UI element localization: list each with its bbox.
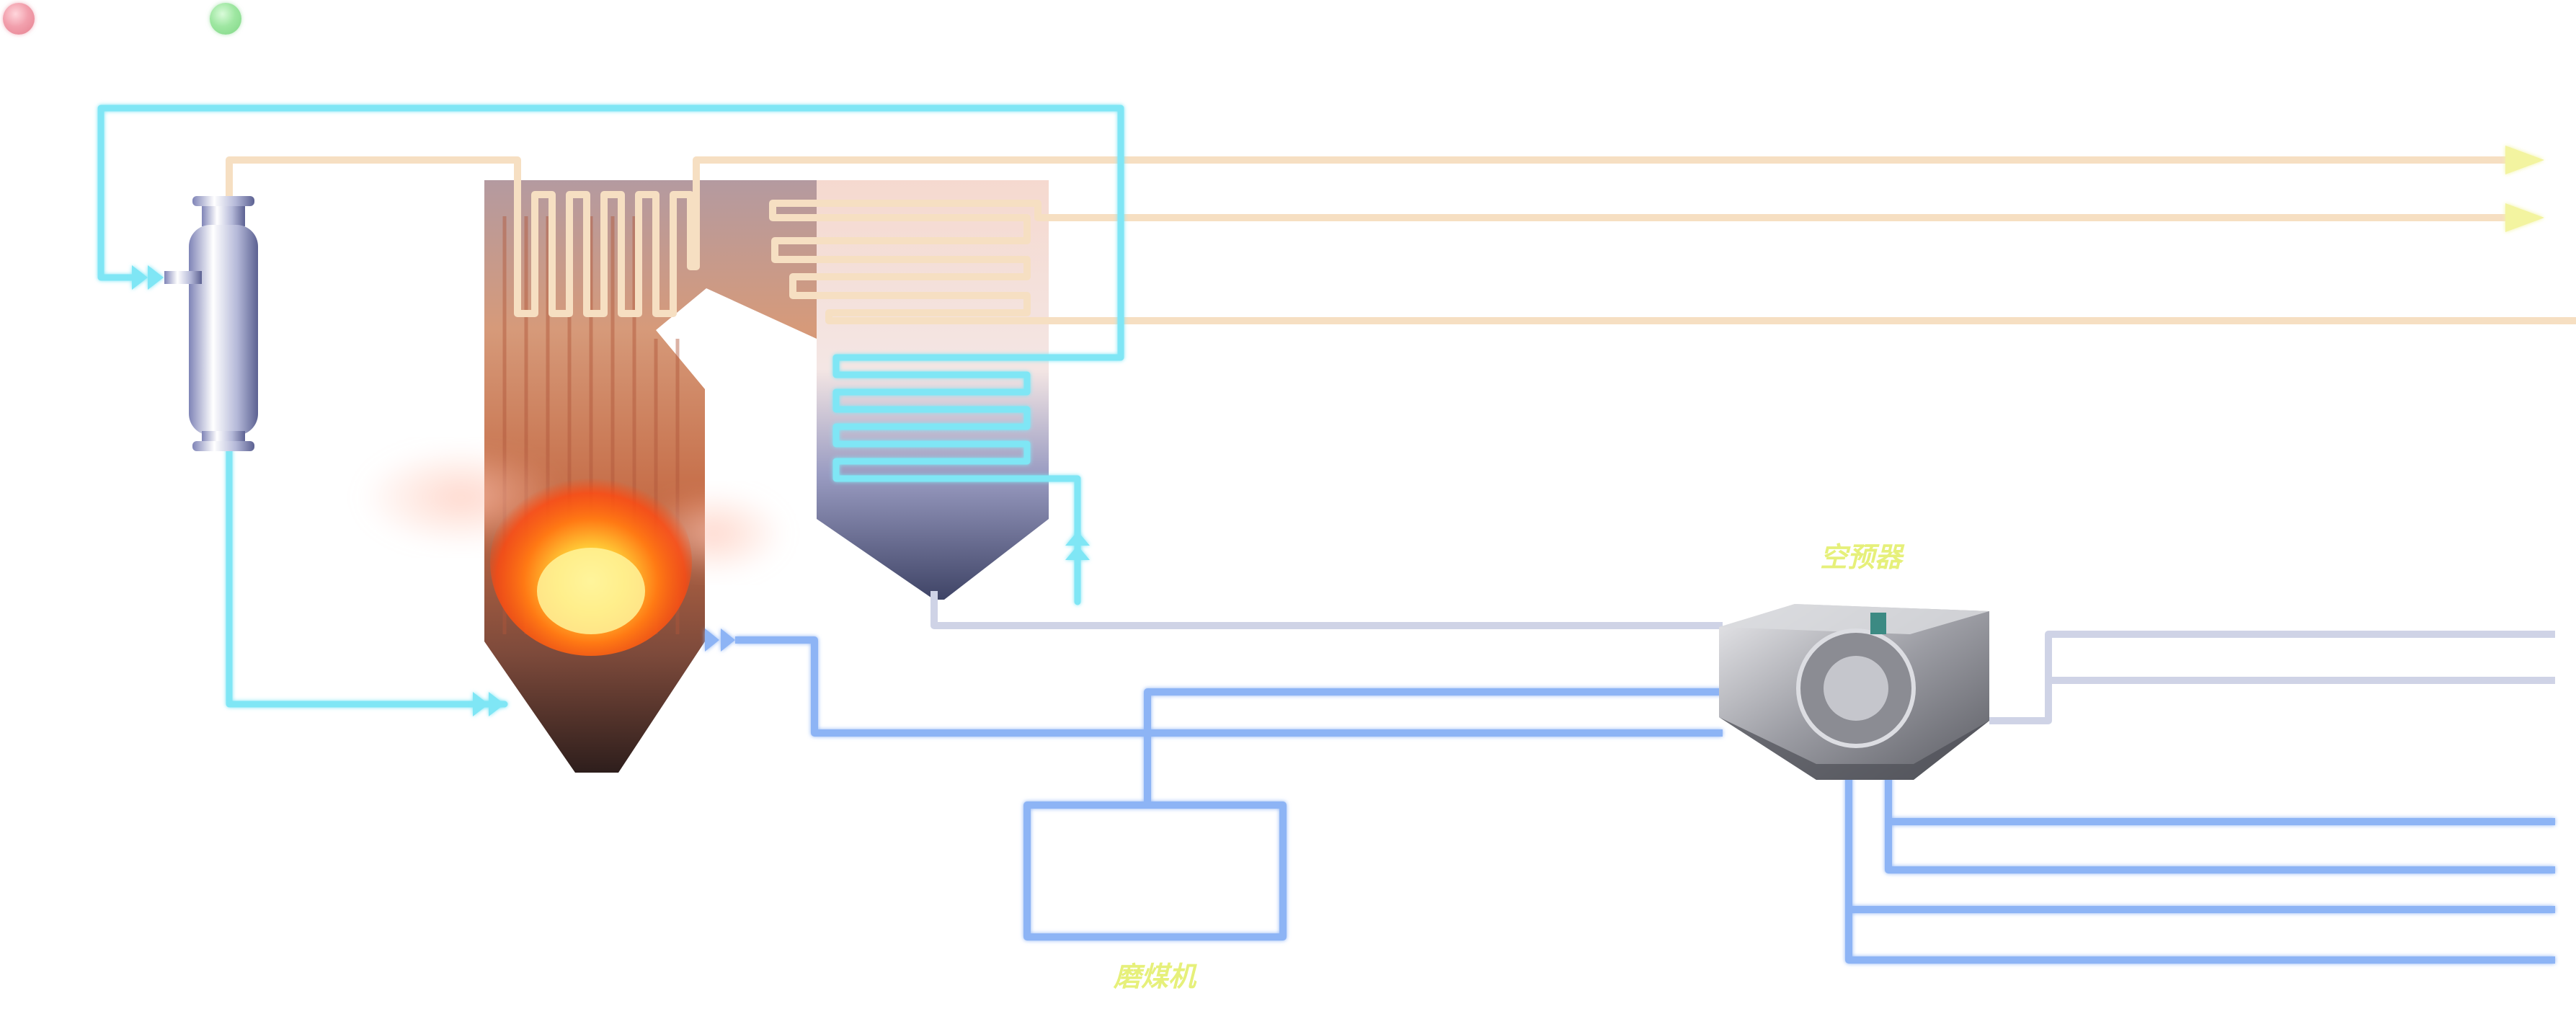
air-lines	[735, 636, 2555, 964]
steam-drum	[164, 196, 258, 451]
water-lines	[97, 105, 1124, 708]
main-steam-outlet-arrow-icon	[2505, 146, 2544, 174]
water-flow-arrows	[132, 265, 1090, 716]
drum-inlet-arrow-icon	[132, 265, 148, 290]
steam-outlet-arrows	[2505, 146, 2544, 232]
furnace-flame	[360, 447, 786, 656]
coal-mill-label: 磨煤机	[1113, 961, 1197, 992]
steam-lines	[226, 156, 2576, 324]
aph-motor-icon	[1870, 613, 1886, 634]
secondary-air-inlet-arrows	[705, 628, 735, 652]
flue-gas-lines	[931, 591, 2555, 724]
air-preheater	[1719, 604, 1989, 780]
secondary-air-arrow-icon	[721, 628, 735, 652]
feedwater-up-arrow-icon	[1065, 531, 1090, 546]
reheat-steam-outlet-arrow-icon	[2505, 203, 2544, 232]
downcomer-arrow-icon	[473, 692, 489, 716]
running-indicator-light	[210, 3, 241, 35]
air-preheater-label: 空预器	[1820, 541, 1905, 573]
alarm-indicator-light	[3, 3, 35, 35]
